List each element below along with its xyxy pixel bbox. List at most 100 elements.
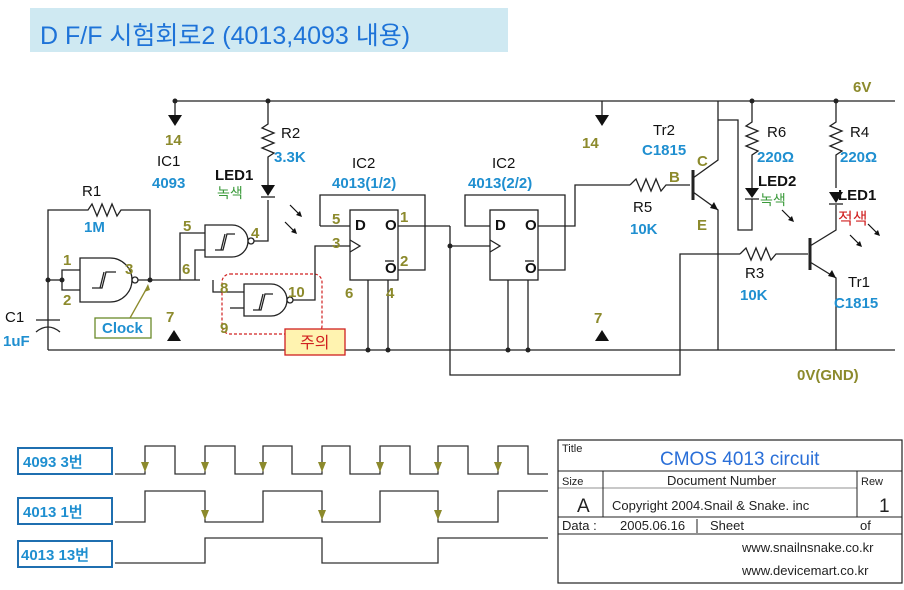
ic2-gnd-arrow	[595, 330, 609, 341]
timing-wave-1	[115, 445, 548, 475]
ff1-pin6: 6	[345, 285, 353, 302]
g1-pin2: 2	[63, 292, 71, 309]
nand-gate-2: 5 6 4	[179, 200, 269, 280]
r1-resistor: R1 1M	[47, 183, 151, 350]
vcc-label: 6V	[853, 79, 871, 96]
r5-resistor: R5 10K	[629, 177, 690, 238]
g1-pin3: 3	[125, 261, 133, 278]
gnd-label: 0V(GND)	[797, 367, 859, 384]
tr2-part: C1815	[642, 142, 686, 159]
ic1-ref: IC1	[157, 153, 180, 170]
led1-left-ref: LED1	[215, 167, 253, 184]
caution-label: 주의	[300, 333, 329, 352]
tb-of-label: of	[860, 518, 871, 533]
title-block: Title CMOS 4013 circuit Size A Document …	[557, 439, 903, 584]
ic2-vdd-arrow	[595, 115, 609, 126]
ic2b-ref: IC2	[492, 155, 515, 172]
tr2-pin-e: E	[697, 217, 707, 234]
tb-title-label: Title	[562, 443, 582, 455]
tb-rev-label: Rew	[861, 476, 883, 488]
r3-value: 10K	[740, 287, 768, 304]
ff1-q-label: O	[385, 217, 397, 234]
tb-date: 2005.06.16	[620, 518, 685, 533]
r4-resistor: R4 220Ω	[828, 101, 877, 188]
g2-pin5: 5	[183, 218, 191, 235]
tb-rev: 1	[879, 496, 890, 517]
timing-wave-3	[115, 537, 548, 564]
g3-pin10: 10	[288, 284, 305, 301]
title-banner: D F/F 시험회로2 (4013,4093 내용)	[30, 8, 508, 52]
ic1-vdd-arrow	[168, 115, 182, 126]
ff1-pin2: 2	[400, 253, 408, 270]
r6-resistor: R6 220Ω	[744, 101, 794, 188]
tr2-ref: Tr2	[653, 122, 675, 139]
timing-label-3: 4013 13번	[21, 547, 89, 564]
ff1-pin1: 1	[400, 209, 408, 226]
g3-pin8: 8	[220, 280, 228, 297]
r2-resistor: R2 3.3K	[260, 101, 306, 185]
ic2b-part: 4013(2/2)	[468, 175, 532, 192]
tb-url1: www.snailnsnake.co.kr	[741, 540, 874, 555]
tb-title: CMOS 4013 circuit	[660, 449, 820, 470]
clock-callout: Clock	[94, 284, 152, 339]
c1-ref: C1	[5, 309, 24, 326]
timing-diagram: 4093 3번 4013 1번 4013 13번	[17, 445, 548, 568]
nand-gate-1: 1 2 3	[45, 252, 200, 309]
g1-pin1: 1	[63, 252, 71, 269]
ff2-qbar-label: O	[525, 260, 537, 277]
tb-sheet-label: Sheet	[710, 518, 744, 533]
c1-value: 1uF	[3, 333, 30, 350]
tb-date-label: Data :	[562, 518, 597, 533]
ic2-vdd-pin: 14	[582, 135, 599, 152]
clock-label: Clock	[102, 320, 144, 337]
ff1-pin3: 3	[332, 235, 340, 252]
gnd-rail: 0V(GND)	[48, 349, 895, 384]
led2: LED2 녹색	[718, 119, 796, 231]
flip-flop-1: D O O IC2 4013(1/2) 5 3 1 2 6 4	[319, 155, 450, 353]
ic1-part: 4093	[152, 175, 185, 192]
tb-url2: www.devicemart.co.kr	[741, 563, 869, 578]
tb-docnum-label: Document Number	[667, 473, 777, 488]
r2-ref: R2	[281, 125, 300, 142]
ff1-qbar-label: O	[385, 260, 397, 277]
tr2-pin-c: C	[697, 153, 708, 170]
ic2a-part: 4013(1/2)	[332, 175, 396, 192]
led1-right-color: 적색	[838, 209, 867, 228]
flip-flop-2: D O O IC2 4013(2/2)	[447, 155, 740, 376]
r4-ref: R4	[850, 124, 869, 141]
led1-red: LED1 적색	[829, 187, 880, 247]
led1-green: LED1 녹색	[215, 167, 302, 234]
led2-ref: LED2	[758, 173, 796, 190]
r2-value: 3.3K	[274, 149, 306, 166]
r6-ref: R6	[767, 124, 786, 141]
timing-wave-2	[115, 490, 548, 523]
led1-left-color: 녹색	[217, 186, 243, 202]
ic2a-ref: IC2	[352, 155, 375, 172]
ic1-vdd-pin: 14	[165, 132, 182, 149]
ic2-gnd-pin: 7	[594, 310, 602, 327]
ff1-d-label: D	[355, 217, 366, 234]
r1-ref: R1	[82, 183, 101, 200]
r6-value: 220Ω	[757, 149, 794, 166]
ff2-q-label: O	[525, 217, 537, 234]
page-title: D F/F 시험회로2 (4013,4093 내용)	[40, 22, 411, 50]
timing-label-2: 4013 1번	[23, 504, 83, 521]
tb-copyright: Copyright 2004.Snail & Snake. inc	[612, 498, 810, 513]
c1-capacitor: C1 1uF	[3, 309, 61, 350]
vcc-rail: 6V	[175, 79, 895, 102]
ff1-pin4: 4	[386, 285, 395, 302]
r1-value: 1M	[84, 219, 105, 236]
r3-resistor: R3 10K	[739, 246, 808, 304]
tr2-pin-b: B	[669, 169, 680, 186]
g2-pin4: 4	[251, 225, 260, 242]
ic1-gnd-arrow	[167, 330, 181, 341]
r4-value: 220Ω	[840, 149, 877, 166]
ff1-pin5: 5	[332, 211, 340, 228]
r5-value: 10K	[630, 221, 658, 238]
tb-size-label: Size	[562, 476, 583, 488]
r3-ref: R3	[745, 265, 764, 282]
tr1-transistor: Tr1 C1815	[808, 205, 878, 350]
led1-right-ref: LED1	[838, 187, 876, 204]
tr1-part: C1815	[834, 295, 878, 312]
